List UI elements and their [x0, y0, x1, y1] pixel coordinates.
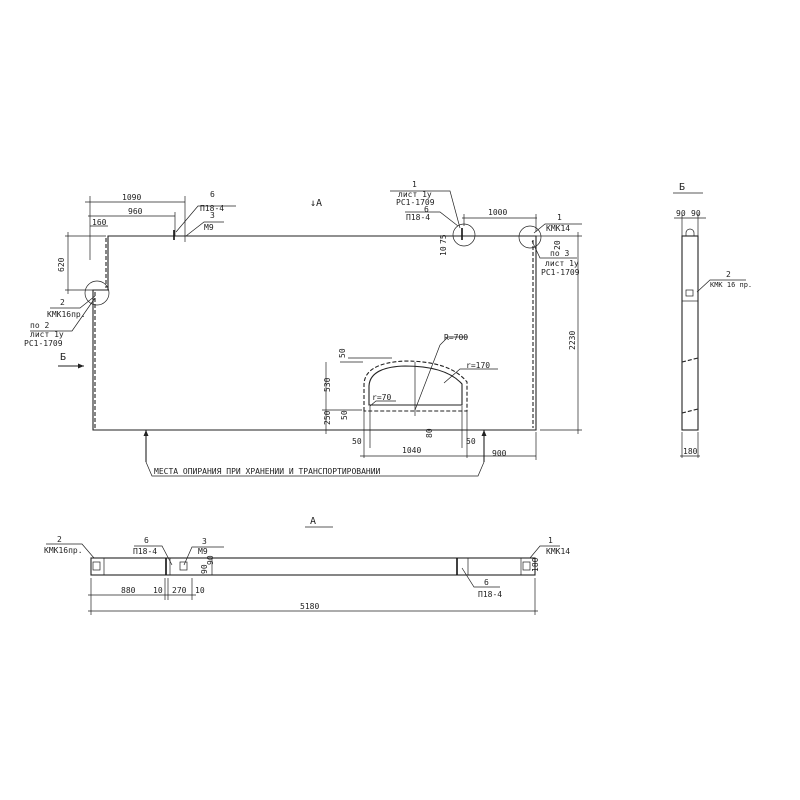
radius-70: r=70 — [372, 393, 391, 402]
callout-kmk14: 1 КМК14 20 по 3 лист 1у РС1-1709 — [531, 213, 582, 277]
dim-250: 250 — [323, 410, 332, 425]
callout-text: П18-4 — [133, 547, 157, 556]
callout-num: 3 — [202, 537, 207, 546]
dim-180: 180 — [683, 447, 698, 456]
section-a: А 2 КМК16пр. 6 П18-4 3 М9 90 90 1 КМК14 … — [44, 516, 570, 615]
dim-180: 180 — [531, 557, 540, 572]
embedded-plate-kmk14 — [522, 561, 531, 571]
dimension-1000: 1000 — [462, 208, 537, 232]
dim-75: 75 — [439, 234, 448, 244]
dim-530: 530 — [323, 377, 332, 392]
callout-text: КМК14 — [546, 547, 570, 556]
embedded-plate-kmk16 — [92, 561, 101, 571]
support-note: МЕСТА ОПИРАНИЯ ПРИ ХРАНЕНИИ И ТРАНСПОРТИ… — [143, 430, 487, 477]
panel-outline — [92, 235, 537, 431]
section-b-title: Б — [679, 182, 685, 193]
dim-90: 90 — [676, 209, 686, 218]
detail-circle-corner — [518, 225, 542, 249]
callout-num: 1 — [548, 536, 553, 545]
callout-num: 1 — [412, 180, 417, 189]
callout-text: лист 1у — [398, 190, 432, 199]
detail-circle-left — [84, 280, 110, 306]
dim-270: 270 — [172, 586, 187, 595]
support-note-text: МЕСТА ОПИРАНИЯ ПРИ ХРАНЕНИИ И ТРАНСПОРТИ… — [154, 467, 381, 476]
dim-960: 960 — [128, 207, 143, 216]
callout-num: 6 — [424, 205, 429, 214]
callout-text: П18-4 — [478, 590, 502, 599]
callout-num: 6 — [484, 578, 489, 587]
radius-700: R=700 — [444, 333, 468, 342]
dim-50: 50 — [338, 348, 347, 358]
callout-text: М9 — [204, 223, 214, 232]
callout-num: 6 — [144, 536, 149, 545]
dim-50: 50 — [352, 437, 362, 446]
dim-50: 50 — [340, 410, 349, 420]
dim-20: 20 — [553, 240, 562, 250]
embedded-plate — [685, 289, 694, 297]
callout-text: РС1-1709 — [396, 198, 435, 207]
detail-circle-loop — [452, 223, 476, 247]
dim-900: 900 — [492, 449, 507, 458]
callout-text: по 3 — [550, 249, 569, 258]
dim-160: 160 — [92, 218, 107, 227]
callout-list1: 1 лист 1у РС1-1709 6 П18-4 75 10 — [390, 180, 461, 256]
dim-10: 10 — [153, 586, 163, 595]
view-a-arrow: ↓А — [310, 198, 322, 209]
callout-num: 1 — [557, 213, 562, 222]
section-a-body — [90, 557, 536, 576]
dim-10: 10 — [195, 586, 205, 595]
dim-90: 90 — [691, 209, 701, 218]
dim-80: 80 — [425, 428, 434, 438]
dim-620: 620 — [57, 257, 66, 272]
callout-num: 2 — [726, 270, 731, 279]
callout-text: лист 1у — [30, 330, 64, 339]
section-b-body — [681, 235, 699, 431]
section-b-arrow: Б — [58, 352, 84, 369]
callout-kmk16: 2 КМК16пр. по 2 лист 1у РС1-1709 — [24, 295, 96, 348]
callout-num: 6 — [210, 190, 215, 199]
lifting-loop — [685, 228, 695, 236]
dim-90: 90 — [200, 564, 209, 574]
embedded-m9 — [179, 561, 188, 571]
callout-text: РС1-1709 — [24, 339, 63, 348]
dim-90: 90 — [206, 555, 215, 565]
callout-text: П18-4 — [200, 204, 224, 213]
callout-text: по 2 — [30, 321, 49, 330]
callout-text: КМК16пр. — [44, 546, 83, 555]
dim-2230: 2230 — [568, 331, 577, 350]
dimension-2230: 2230 — [536, 232, 582, 434]
callout-num: 2 — [57, 535, 62, 544]
opening: R=700 r=170 r=70 50 530 250 50 80 50 50 … — [322, 333, 537, 460]
dim-880: 880 — [121, 586, 136, 595]
dim-1040: 1040 — [402, 446, 421, 455]
callout-text: П18-4 — [406, 213, 430, 222]
callout-text: лист 1у — [545, 259, 579, 268]
dim-10: 10 — [439, 246, 448, 256]
callout-text: М9 — [198, 547, 208, 556]
callout-text: РС1-1709 — [541, 268, 580, 277]
callout-text: КМК14 — [546, 224, 570, 233]
section-b-mark: Б — [60, 352, 66, 363]
callout-text: КМК16пр. — [47, 310, 86, 319]
callout-num: 2 — [60, 298, 65, 307]
dim-5180: 5180 — [300, 602, 319, 611]
dim-50: 50 — [466, 437, 476, 446]
callout-p18-m9: 6 П18-4 3 М9 — [175, 190, 236, 237]
dimensions-top-left: 1090 960 160 620 — [57, 193, 186, 294]
dim-1090: 1090 — [122, 193, 141, 202]
callout-num: 3 — [210, 211, 215, 220]
section-a-title: А — [310, 516, 316, 527]
dim-1000: 1000 — [488, 208, 507, 217]
panel-plan: ↓А 1090 960 160 620 6 П18-4 3 М9 — [24, 180, 582, 477]
section-b: Б 90 90 2 КМК 16 пр. 180 — [673, 182, 752, 458]
radius-170: r=170 — [466, 361, 490, 370]
callout-text: КМК 16 пр. — [710, 281, 752, 289]
